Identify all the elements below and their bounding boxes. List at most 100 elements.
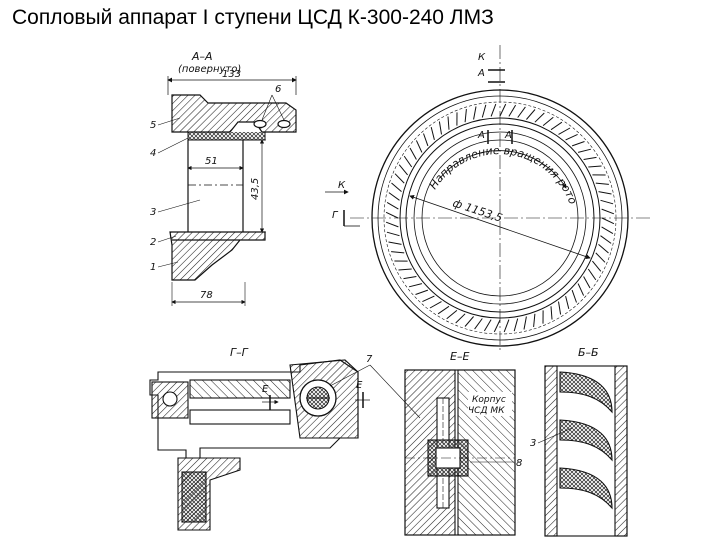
nozzle-blade — [391, 251, 405, 254]
nozzle-blade — [550, 306, 553, 320]
nozzle-blade — [415, 289, 429, 295]
callout-8: 8 — [516, 458, 522, 469]
blade-profile — [559, 467, 613, 510]
section-bb: Б–Б 3 — [530, 346, 628, 537]
nozzle-blade — [446, 310, 458, 320]
nozzle-blade — [385, 211, 399, 219]
callout-3-bb: 3 — [530, 438, 536, 449]
nozzle-blade — [398, 268, 412, 271]
nozzle-blade — [558, 127, 571, 135]
callout-6: 6 — [275, 84, 281, 95]
callout-4: 4 — [150, 148, 156, 159]
nozzle-blade — [464, 109, 467, 123]
blade-profile — [559, 419, 613, 462]
nozzle-blade — [558, 301, 562, 315]
nozzle-blade — [483, 319, 492, 332]
nozzle-blade — [447, 116, 450, 130]
nozzle-blade — [429, 301, 442, 309]
nozzle-blade — [493, 319, 501, 333]
nozzle-blade — [474, 318, 483, 330]
nozzle-blade — [388, 241, 402, 245]
dim-78-label: 78 — [200, 290, 213, 301]
nozzle-blade — [542, 116, 554, 126]
nozzle-blade — [386, 201, 399, 210]
nozzle-blade — [577, 148, 592, 153]
ee-note-korpus: Корпус — [472, 395, 506, 405]
section-gg: Г–Г Е Е 7 — [149, 346, 421, 531]
callout-7: 7 — [366, 354, 373, 365]
nozzle-blade — [415, 140, 423, 153]
nozzle-blade — [600, 199, 614, 205]
section-bb-title: Б–Б — [578, 346, 599, 359]
label-e-left: Е — [262, 384, 269, 395]
nozzle-blade — [595, 252, 606, 263]
nozzle-blade — [385, 221, 399, 228]
section-aa-title: А–А — [191, 50, 213, 63]
section-aa: А–А (повернуто) 133 6 5 4 51 43,5 3 — [150, 50, 297, 306]
nozzle-blade — [577, 283, 585, 296]
diameter-line — [409, 195, 591, 259]
dim-51-label: 51 — [205, 156, 218, 167]
nozzle-blade — [565, 295, 570, 310]
bb-blade-profiles — [559, 371, 613, 510]
nozzle-blade — [386, 231, 400, 237]
nozzle-blade — [565, 133, 578, 141]
rotation-arrow — [439, 150, 567, 189]
nozzle-blade — [481, 104, 487, 118]
nozzle-blade — [517, 106, 526, 118]
nozzle-blade — [409, 147, 417, 160]
rotation-direction-label: Направление вращения ротора — [0, 0, 579, 206]
section-aa-subtitle: (повернуто) — [178, 64, 241, 75]
label-k-top: К — [478, 52, 486, 63]
nozzle-blade — [437, 305, 450, 315]
nozzle-blade — [408, 283, 423, 288]
nozzle-blade — [423, 133, 429, 147]
nozzle-blade — [598, 244, 609, 254]
dim-43-5-label: 43,5 — [250, 178, 261, 200]
nozzle-blade — [601, 226, 614, 235]
seal-bolt-2 — [277, 119, 291, 129]
callout-5: 5 — [150, 120, 156, 131]
nozzle-blade — [499, 103, 507, 117]
nozzle-blade — [587, 268, 597, 281]
label-a-right: А — [504, 130, 512, 141]
label-a-top: А — [477, 68, 485, 79]
nozzle-blade — [473, 106, 477, 120]
slide-title: Сопловый аппарат I ступени ЦСД К-300-240… — [12, 6, 494, 29]
nozzle-blade — [490, 103, 497, 117]
nozzle-blade — [430, 126, 435, 141]
callout-2: 2 — [150, 237, 156, 248]
nozzle-blade — [422, 295, 435, 303]
blade-profile — [559, 371, 613, 414]
nozzle-blade — [550, 121, 563, 131]
nozzle-blade — [391, 182, 402, 192]
diameter-label: ф 1153,5 — [451, 196, 504, 224]
nozzle-blade — [394, 173, 405, 184]
label-a-left: А — [477, 130, 485, 141]
nozzle-blade — [526, 109, 536, 120]
callout-1: 1 — [150, 262, 156, 273]
nozzle-blade — [588, 165, 602, 168]
label-e-right: Е — [356, 380, 363, 391]
nozzle-blade — [571, 289, 577, 303]
nozzle-blade — [571, 141, 585, 147]
nozzle-blade — [438, 121, 442, 135]
nozzle-blade — [533, 313, 536, 327]
nozzle-blade — [601, 217, 615, 225]
nozzle-blade — [583, 276, 591, 289]
gg-body-outline — [149, 359, 359, 459]
section-ee-title: Е–Е — [450, 350, 469, 363]
nozzle-blade — [513, 318, 519, 332]
ee-note-chsd: ЧСД МК — [468, 406, 505, 416]
label-g-left: Г — [332, 210, 339, 221]
nozzle-blade — [403, 276, 417, 280]
nozzle-blade — [600, 235, 612, 244]
nozzle-blade — [601, 208, 615, 215]
nozzle-blade — [388, 192, 400, 201]
upper-ring-body — [171, 94, 297, 133]
callout-3: 3 — [150, 207, 156, 218]
nozzle-blade — [523, 316, 527, 330]
nozzle-blade — [398, 164, 408, 176]
section-ee: Е–Е Корпус ЧСД МК 8 — [404, 350, 522, 536]
dim-133-label: 133 — [222, 69, 241, 80]
